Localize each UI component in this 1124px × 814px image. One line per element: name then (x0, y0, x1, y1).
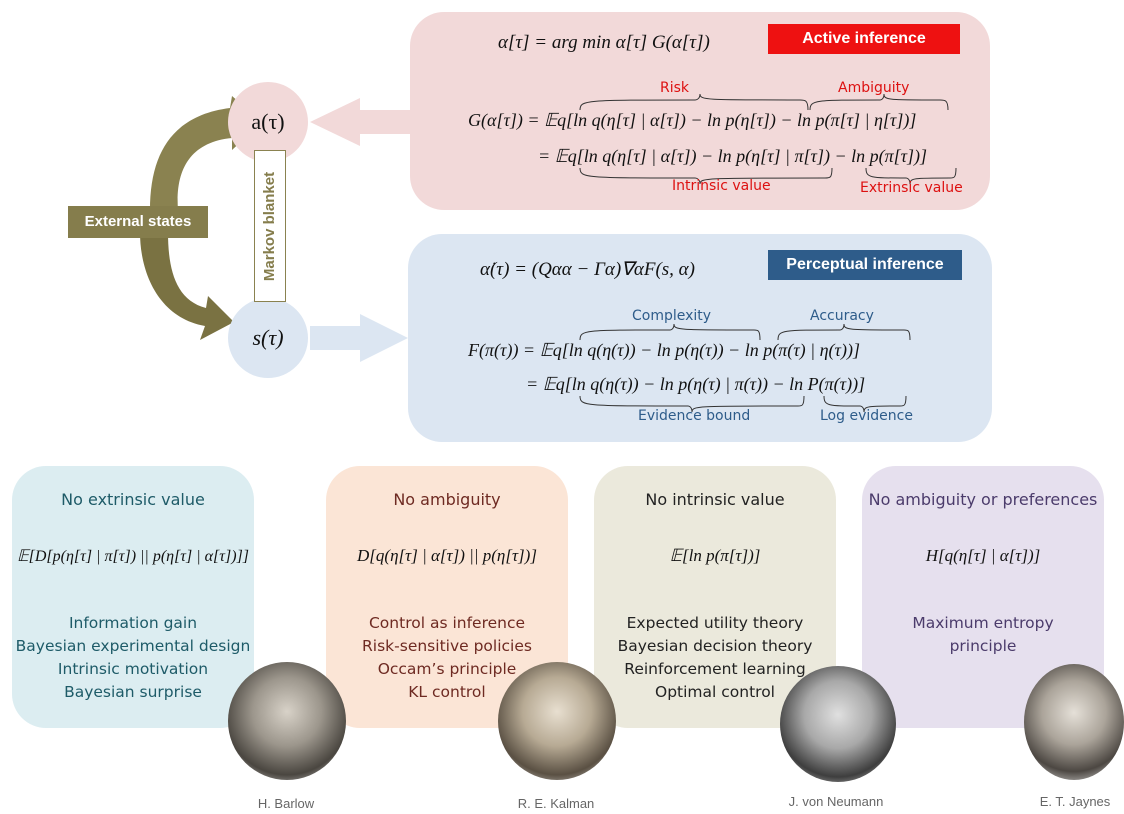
active-inference-panel: α[τ] = arg min α[τ] G(α[τ]) Active infer… (410, 12, 990, 210)
list-item: Maximum entropy (912, 614, 1054, 632)
card-list: Information gain Bayesian experimental d… (12, 612, 254, 704)
olive-curved-arrow-lower (140, 232, 234, 340)
list-item: Bayesian surprise (64, 683, 202, 701)
ambiguity-overbrace (809, 93, 949, 111)
list-item: Risk-sensitive policies (362, 637, 532, 655)
perceptual-brace-graphics (579, 323, 911, 413)
card-title: No intrinsic value (645, 490, 785, 509)
markov-blanket-box: Markov blanket (254, 150, 286, 302)
perceptual-equation-2: = 𝔼q[ln q(η(τ)) − ln p(η(τ) | π(τ)) − ln… (526, 374, 866, 394)
active-header-equation: α[τ] = arg min α[τ] G(α[τ]) (498, 32, 710, 53)
external-cycle-graphic (140, 96, 410, 362)
card-formula: 𝔼[D[p(η[τ] | π[τ]) || p(η[τ] | α[τ])]] (16, 548, 250, 565)
perceptual-inference-panel: α̇(τ) = (Qαα − Γα)∇αF(s, α) Perceptual i… (408, 234, 992, 442)
list-item: KL control (408, 683, 486, 701)
portrait-kalman-icon (498, 662, 616, 780)
card-list: Expected utility theory Bayesian decisio… (594, 612, 836, 704)
active-equation-1: G(α[τ]) = 𝔼q[ln q(η[τ] | α[τ]) − ln p(η[… (468, 110, 917, 130)
list-item: Expected utility theory (626, 614, 804, 632)
list-item: Bayesian decision theory (617, 637, 813, 655)
card-formula: 𝔼[ln p(π[τ])] (669, 546, 761, 565)
list-item: Bayesian experimental design (15, 637, 251, 655)
card-formula: H[q(η[τ] | α[τ])] (925, 546, 1041, 565)
card-no-intrinsic-value: No intrinsic value 𝔼[ln p(π[τ])] Expecte… (594, 466, 836, 728)
extrinsic-underbrace (865, 167, 957, 185)
action-node: a(τ) (228, 82, 308, 162)
intrinsic-underbrace (579, 167, 833, 185)
pink-block-arrow (310, 98, 410, 146)
portrait-von-neumann-icon (780, 666, 896, 782)
blue-block-arrow (310, 314, 408, 362)
external-states-label: External states (68, 206, 208, 238)
extrinsic-value-label: Extrinsic value (860, 180, 963, 196)
evidence-underbrace (579, 395, 805, 413)
list-item: Information gain (68, 614, 198, 632)
card-title: No extrinsic value (61, 490, 205, 509)
person-name-jaynes: E. T. Jaynes (1039, 794, 1111, 809)
list-item: Optimal control (655, 683, 775, 701)
person-name-von-neumann: J. von Neumann (788, 794, 884, 809)
person-name-kalman: R. E. Kalman (517, 796, 595, 811)
portrait-jaynes-icon (1024, 664, 1124, 780)
sensory-node: s(τ) (228, 298, 308, 378)
risk-label: Risk (660, 80, 690, 96)
card-title: No ambiguity (393, 490, 501, 509)
list-item: Reinforcement learning (624, 660, 806, 678)
active-brace-graphics (579, 93, 957, 185)
accuracy-overbrace (777, 323, 911, 341)
complexity-overbrace (579, 323, 761, 341)
log-evidence-label: Log evidence (820, 408, 913, 424)
complexity-label: Complexity (632, 308, 712, 324)
markov-blanket-label: Markov blanket (261, 171, 279, 281)
list-item: Occam’s principle (377, 660, 517, 678)
card-list: Control as inference Risk-sensitive poli… (326, 612, 568, 704)
perceptual-inference-badge: Perceptual inference (768, 250, 962, 280)
risk-overbrace (579, 93, 809, 111)
log-evidence-underbrace (823, 395, 907, 413)
list-item: Intrinsic motivation (57, 660, 209, 678)
sensory-node-label: s(τ) (252, 325, 284, 350)
accuracy-label: Accuracy (810, 308, 874, 324)
list-item: Control as inference (368, 614, 526, 632)
card-title: No ambiguity or preferences (868, 490, 1098, 509)
person-name-barlow: H. Barlow (257, 796, 315, 811)
list-item: principle (949, 637, 1017, 655)
perceptual-header-equation: α̇(τ) = (Qαα − Γα)∇αF(s, α) (480, 259, 695, 280)
card-formula: D[q(η[τ] | α[τ]) || p(η[τ])] (357, 546, 537, 565)
action-node-label: a(τ) (251, 109, 285, 134)
perceptual-equation-1: F(π(τ)) = 𝔼q[ln q(η(τ)) − ln p(η(τ)) − l… (468, 340, 860, 360)
intrinsic-value-label: Intrinsic value (672, 178, 771, 194)
portrait-barlow-icon (228, 662, 346, 780)
evidence-bound-label: Evidence bound (638, 408, 751, 424)
active-inference-badge: Active inference (768, 24, 960, 54)
active-equation-2: = 𝔼q[ln q(η[τ] | α[τ]) − ln p(η[τ] | π[τ… (538, 146, 928, 166)
card-list: Maximum entropy principle (862, 612, 1104, 658)
ambiguity-label: Ambiguity (838, 80, 910, 96)
card-no-extrinsic-value: No extrinsic value 𝔼[D[p(η[τ] | π[τ]) ||… (12, 466, 254, 728)
